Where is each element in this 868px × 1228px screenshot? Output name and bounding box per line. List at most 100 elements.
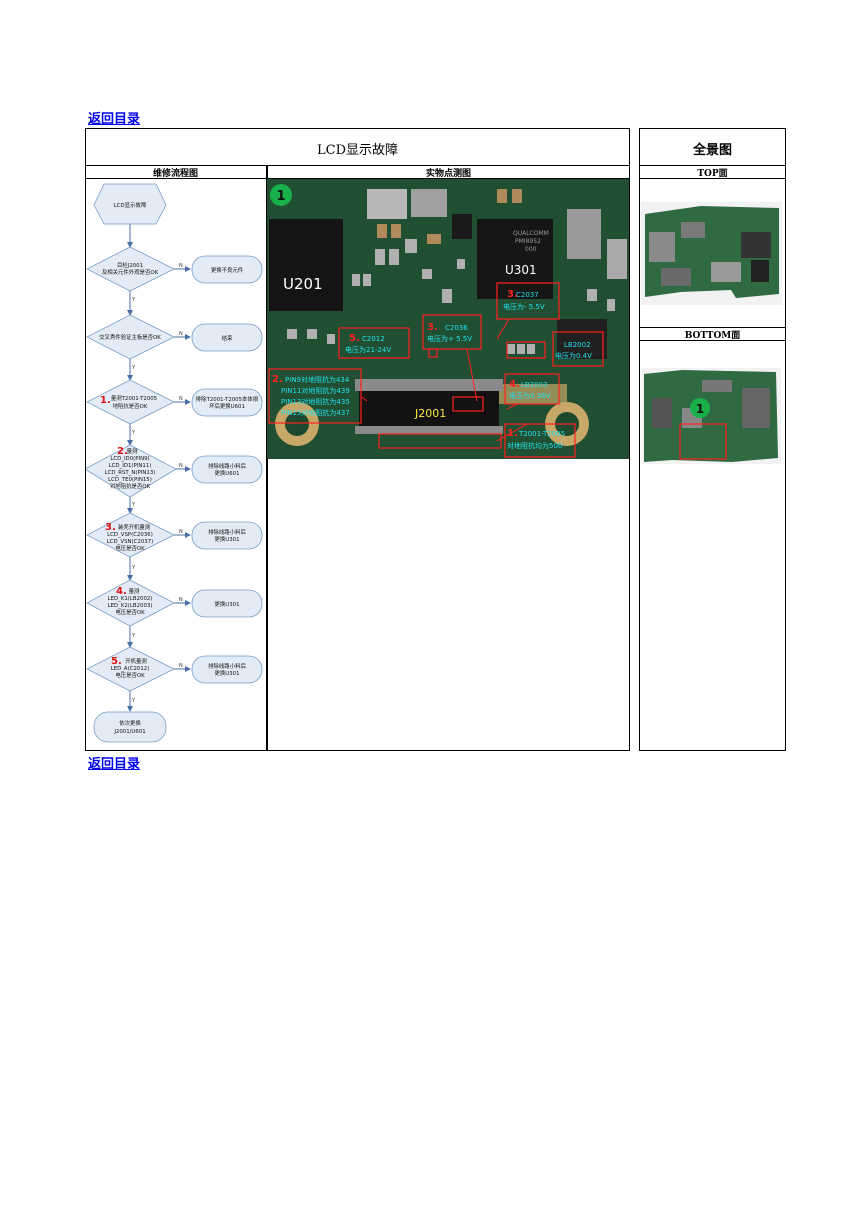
- flow-result-7: [191, 655, 263, 684]
- flow-text: LCD_VSN(C2037): [107, 539, 153, 545]
- flow-no-label: N: [179, 597, 183, 603]
- flow-text: 更换不良元件: [211, 266, 244, 274]
- photo-column-header: 实物点测图: [425, 169, 471, 179]
- flow-text: 排除线路小料后: [208, 462, 246, 470]
- bottom-marker-badge: [690, 398, 710, 418]
- annotation-number: 2.: [272, 374, 283, 385]
- step-number: 3.: [105, 522, 116, 533]
- flow-text: LCD_TE0(PIN15): [108, 477, 152, 483]
- annotation-box-c2036: [422, 314, 482, 350]
- divider: [85, 178, 630, 179]
- flow-text: LED_A(C2012): [111, 666, 150, 672]
- marker-1-badge: [270, 184, 292, 206]
- step-number: 5.: [111, 656, 122, 667]
- u301-chip: [477, 219, 553, 299]
- annotation-box-lb2002: [552, 331, 604, 367]
- divider: [639, 178, 786, 179]
- annotation-text: LB2002: [564, 341, 591, 349]
- flow-text: 开机量测: [125, 657, 147, 665]
- annotation-box-t2001: [504, 423, 576, 458]
- flow-text: 结束: [222, 334, 233, 342]
- flow-text: 电压是否OK: [115, 608, 145, 616]
- flow-end-node: [93, 711, 167, 743]
- flow-text: LCD_RST_N(PIN13): [105, 470, 156, 476]
- step-number: 1.: [100, 395, 111, 406]
- flow-text: 更换U301: [214, 600, 239, 608]
- flow-decision-cross: [86, 314, 175, 360]
- flow-column-header: 维修流程图: [152, 169, 198, 179]
- annotation-text: PIN11对地阻抗为439: [281, 386, 350, 395]
- bottom-marker-number: 1: [696, 402, 704, 416]
- annotation-number: 1.: [507, 428, 518, 439]
- flow-text: 排除T2001-T2005本体损: [196, 395, 259, 403]
- back-to-index-link-bottom[interactable]: 返回目录: [88, 757, 141, 772]
- bottom-highlight-box: [679, 423, 727, 460]
- annotation-text: C2037: [516, 291, 539, 299]
- annotation-box-c2037: [496, 282, 560, 320]
- annotation-text: 电压为21-24V: [345, 345, 391, 354]
- flow-result-3: [191, 388, 263, 417]
- flow-text: 更换U601: [214, 469, 239, 477]
- annotation-number: 4.: [509, 379, 520, 390]
- flow-start-node: [93, 183, 167, 225]
- annotation-text: PIN13对地阻抗为435: [281, 397, 350, 406]
- side-panel-title: 全景图: [692, 143, 732, 158]
- repair-flowchart: Y Y Y Y Y Y Y N N N N N N N LCD显示故障 目检J2…: [86, 183, 263, 743]
- back-to-index-link-top[interactable]: 返回目录: [88, 112, 141, 127]
- annotation-text: 电压为0.4V: [555, 351, 592, 360]
- flow-text: 更换U301: [214, 669, 239, 677]
- flow-text: 目检J2001: [117, 261, 143, 269]
- flow-text: 地阻抗是否OK: [113, 402, 148, 410]
- annotation-box-c2012: [338, 327, 410, 359]
- flow-yes-label: Y: [131, 502, 136, 508]
- flow-decision-3: [86, 512, 175, 558]
- annotation-text: C2036: [445, 324, 468, 332]
- flow-text: LCD_ID0(PIN9): [110, 456, 149, 462]
- j2001-label: J2001: [414, 407, 446, 420]
- divider: [639, 327, 786, 328]
- u301-label: U301: [505, 263, 537, 277]
- flow-text: 对地阻抗是否OK: [110, 482, 151, 490]
- u201-label: U201: [283, 275, 323, 293]
- flow-no-label: N: [179, 396, 183, 402]
- flow-decision-4: [86, 579, 175, 627]
- flow-no-label: N: [179, 331, 183, 337]
- flow-decision-2: [86, 444, 177, 498]
- flow-result-6: [191, 589, 263, 618]
- divider: [639, 165, 786, 166]
- annotation-text: 电压为+ 5.5V: [427, 334, 472, 343]
- flow-text: 交叉秀件验证主板是否OK: [99, 333, 161, 341]
- column-divider: [266, 165, 268, 751]
- flow-text: 依次更换: [119, 719, 141, 727]
- flow-text: 量测T2001-T2005: [111, 394, 157, 402]
- flow-text: LCD_ID1(PIN11): [109, 463, 152, 469]
- pcb-measurement-photo: 1 U201 U301 QUALCOMM PMI8952 000 J2001 C…: [267, 179, 629, 459]
- flow-text: 装壳开机量测: [118, 523, 150, 531]
- annotation-box-pins: [268, 368, 362, 424]
- annotation-text: LB2003: [521, 381, 548, 389]
- flow-no-label: N: [179, 529, 183, 535]
- annotation-text: PIN15对地阻抗为437: [281, 408, 350, 417]
- top-view-label: TOP面: [697, 169, 728, 179]
- flow-text: J2001/U601: [113, 729, 145, 735]
- annotation-text: PIN9对地阻抗为434: [285, 375, 350, 384]
- flow-decision-1: [86, 379, 175, 425]
- flow-decision-visual: [86, 246, 175, 292]
- flow-start-text: LCD显示故障: [114, 201, 147, 209]
- flow-result-2: [191, 323, 263, 352]
- chip-marking: QUALCOMM: [513, 230, 549, 237]
- flow-text: 量测: [129, 587, 140, 595]
- divider: [639, 340, 786, 341]
- chip-marking: PMI8952: [515, 238, 541, 245]
- flow-text: 排除线路小料后: [208, 662, 246, 670]
- flow-yes-label: Y: [131, 365, 136, 371]
- u201-chip: [269, 219, 343, 311]
- flow-text: LED_K2(LB2003): [108, 603, 153, 609]
- divider: [85, 165, 630, 166]
- flow-result-4: [191, 455, 263, 484]
- flow-no-label: N: [179, 263, 183, 269]
- annotation-number: 3.: [507, 289, 518, 300]
- marker-1-number: 1: [276, 189, 285, 204]
- top-board-photo: [641, 202, 782, 305]
- flow-yes-label: Y: [131, 698, 136, 704]
